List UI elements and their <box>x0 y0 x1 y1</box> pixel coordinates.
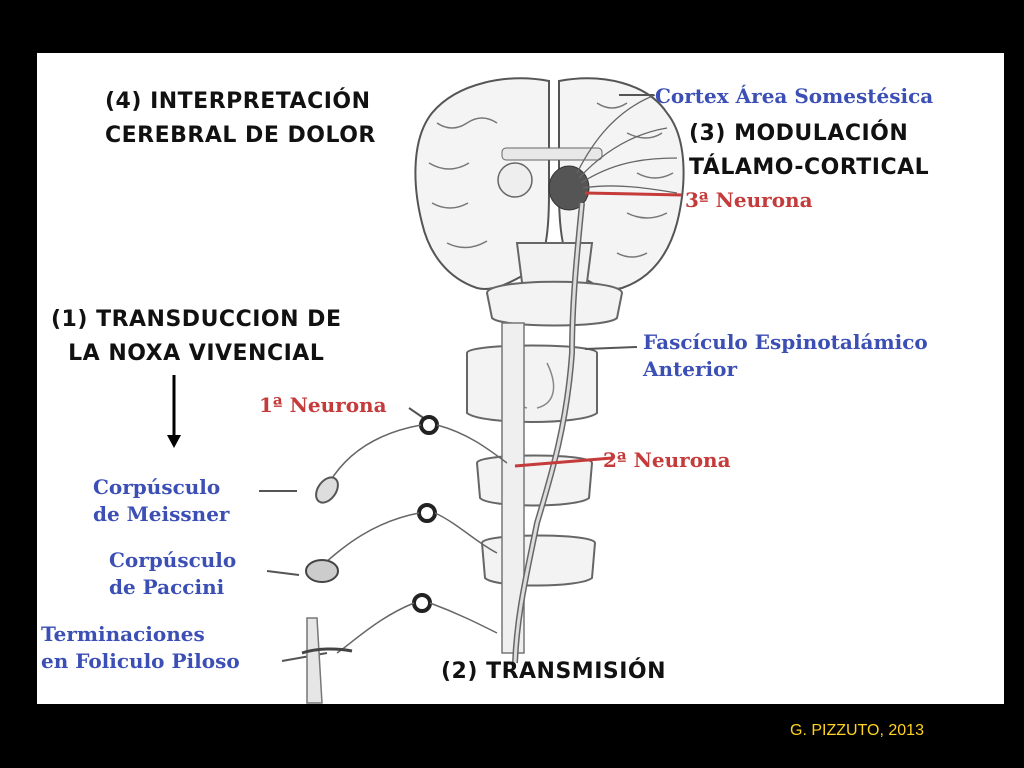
cortex-label: Cortex Área Somestésica <box>655 84 934 108</box>
meissner-corpuscle <box>315 476 339 504</box>
stage-modulation-label: (3) Modulación tálamo-cortical <box>689 117 929 185</box>
meissner-line2: de Meissner <box>93 502 230 526</box>
stage-modulation-line1: (3) Modulación <box>689 121 909 146</box>
cortical-gyri <box>428 102 674 258</box>
peripheral-axons <box>318 424 508 654</box>
fasciculus-line2: Anterior <box>643 357 738 381</box>
left-thalamus <box>497 162 533 198</box>
transduction-arrow <box>167 375 181 448</box>
paccini-corpuscle <box>305 559 339 583</box>
stage-transduction-line2: la noxa vivencial <box>68 341 325 366</box>
second-neuron-line <box>514 456 613 468</box>
stage-transduction-label: (1) Transduccion de la noxa vivencial <box>51 303 341 371</box>
fasciculus-label: Fascículo Espinotalámico Anterior <box>643 329 928 383</box>
stage-interpretation-label: (4) Interpretación cerebral de dolor <box>105 85 376 153</box>
lumbar-cord-section <box>480 534 597 587</box>
right-thalamus <box>548 165 590 211</box>
corpus-callosum <box>501 147 603 161</box>
hair-follicle <box>306 617 323 704</box>
diagram-panel: (4) Interpretación cerebral de dolor (3)… <box>37 53 1004 704</box>
paccini-line2: de Paccini <box>109 575 225 599</box>
follicle-line2: en Foliculo Piloso <box>41 649 240 673</box>
paccini-line1: Corpúsculo <box>109 548 237 572</box>
follicle-label: Terminaciones en Foliculo Piloso <box>41 621 240 675</box>
author-credit: G. PIZZUTO, 2013 <box>790 722 924 739</box>
medulla-section <box>485 280 624 327</box>
follicle-line1: Terminaciones <box>41 622 205 646</box>
first-neuron-label: 1ª Neurona <box>259 393 387 417</box>
pain-pathway-diagram <box>167 77 685 704</box>
stage-interpretation-line2: cerebral de dolor <box>105 123 376 148</box>
third-neuron-line <box>584 191 683 197</box>
meissner-label: Corpúsculo de Meissner <box>93 474 229 528</box>
third-neuron-label: 3ª Neurona <box>685 188 813 212</box>
fasciculus-line1: Fascículo Espinotalámico <box>643 330 928 354</box>
meissner-line1: Corpúsculo <box>93 475 221 499</box>
thalamocortical-fibers <box>576 94 678 194</box>
cervical-cord-section <box>466 344 598 423</box>
stage-transmission-label: (2) Transmisión <box>441 659 667 684</box>
stage-transduction-line1: (1) Transduccion de <box>51 307 342 332</box>
paccini-label: Corpúsculo de Paccini <box>109 547 236 601</box>
stage-modulation-line2: tálamo-cortical <box>689 155 930 180</box>
second-neuron-label: 2ª Neurona <box>603 448 731 472</box>
stage-interpretation-line1: (4) Interpretación <box>105 89 371 114</box>
